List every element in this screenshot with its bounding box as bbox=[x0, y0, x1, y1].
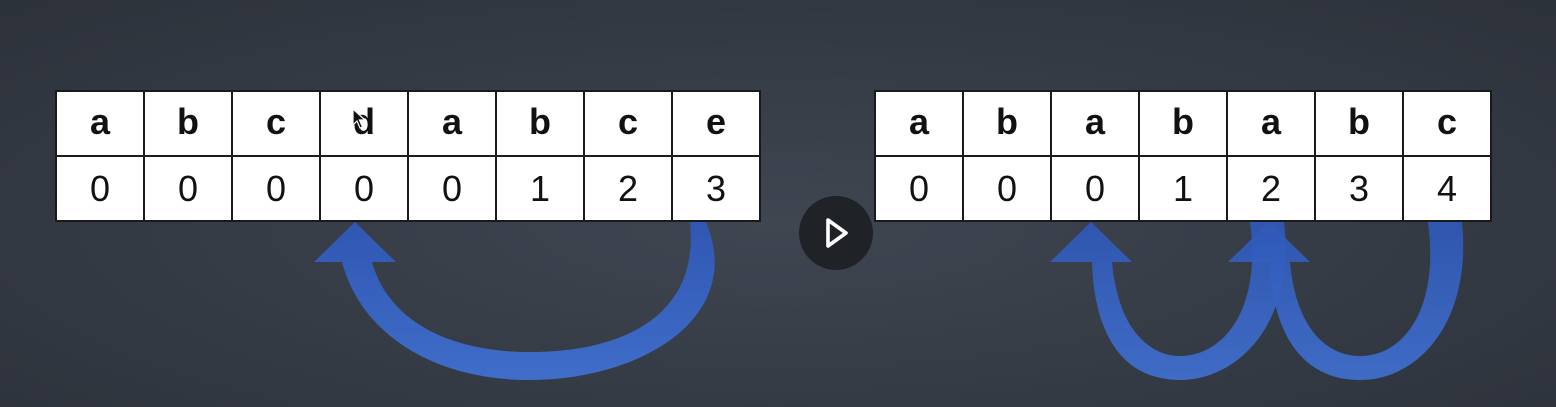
right-prefix-table: a b a b a b c 0 0 0 1 2 3 4 bbox=[874, 90, 1492, 222]
right-char-row: a b a b a b c bbox=[874, 90, 1492, 157]
right-char-cell: a bbox=[1050, 90, 1140, 157]
left-char-cell: b bbox=[495, 90, 585, 157]
right-char-cell: a bbox=[1226, 90, 1316, 157]
play-icon bbox=[826, 218, 848, 248]
left-value-cell: 0 bbox=[143, 155, 233, 222]
left-char-cell: a bbox=[55, 90, 145, 157]
left-value-cell: 0 bbox=[319, 155, 409, 222]
right-char-cell: a bbox=[874, 90, 964, 157]
left-char-cell: a bbox=[407, 90, 497, 157]
right-char-cell: c bbox=[1402, 90, 1492, 157]
left-value-cell: 3 bbox=[671, 155, 761, 222]
left-value-cell: 0 bbox=[55, 155, 145, 222]
left-value-row: 0 0 0 0 0 1 2 3 bbox=[55, 155, 761, 222]
right-value-row: 0 0 0 1 2 3 4 bbox=[874, 155, 1492, 222]
arrow-right-jump-1 bbox=[1050, 222, 1286, 380]
arrow-right-jump-2 bbox=[1228, 222, 1464, 380]
right-value-cell: 1 bbox=[1138, 155, 1228, 222]
right-value-cell: 4 bbox=[1402, 155, 1492, 222]
left-char-row: a b c d a b c e bbox=[55, 90, 761, 157]
left-value-cell: 1 bbox=[495, 155, 585, 222]
right-value-cell: 2 bbox=[1226, 155, 1316, 222]
left-char-cell: c bbox=[231, 90, 321, 157]
left-value-cell: 0 bbox=[407, 155, 497, 222]
left-prefix-table: a b c d a b c e 0 0 0 0 0 1 2 3 bbox=[55, 90, 761, 222]
arrow-left-jump bbox=[314, 222, 715, 380]
left-value-cell: 2 bbox=[583, 155, 673, 222]
left-char-cell: b bbox=[143, 90, 233, 157]
right-value-cell: 0 bbox=[962, 155, 1052, 222]
left-char-cell: d bbox=[319, 90, 409, 157]
left-char-cell: e bbox=[671, 90, 761, 157]
right-value-cell: 0 bbox=[874, 155, 964, 222]
right-value-cell: 3 bbox=[1314, 155, 1404, 222]
left-value-cell: 0 bbox=[231, 155, 321, 222]
play-button[interactable] bbox=[799, 196, 873, 270]
right-char-cell: b bbox=[962, 90, 1052, 157]
right-char-cell: b bbox=[1138, 90, 1228, 157]
right-value-cell: 0 bbox=[1050, 155, 1140, 222]
left-char-cell: c bbox=[583, 90, 673, 157]
right-char-cell: b bbox=[1314, 90, 1404, 157]
